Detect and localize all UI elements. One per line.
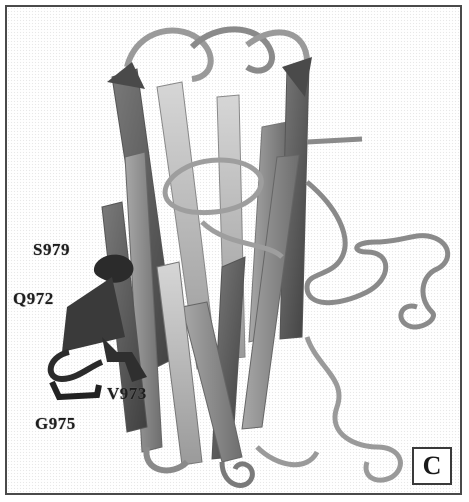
highlight-loop: [51, 352, 102, 379]
top-loop-right: [247, 32, 307, 62]
label-q972: Q972: [13, 289, 54, 309]
bottom-loop-right: [257, 447, 317, 465]
highlight-s979-blob: [94, 255, 134, 283]
label-g975: G975: [35, 414, 76, 434]
panel-label-box: C: [412, 447, 452, 485]
right-coil: [307, 139, 448, 327]
top-loop-left: [127, 31, 211, 79]
bottom-loop-center: [222, 462, 252, 485]
figure-frame: S979 Q972 V973 G975 C: [5, 5, 462, 495]
panel-letter: C: [423, 451, 442, 481]
right-lower-loop: [307, 337, 400, 480]
highlight-g975-stick: [52, 382, 99, 397]
label-v973: V973: [107, 384, 147, 404]
label-s979: S979: [33, 240, 70, 260]
